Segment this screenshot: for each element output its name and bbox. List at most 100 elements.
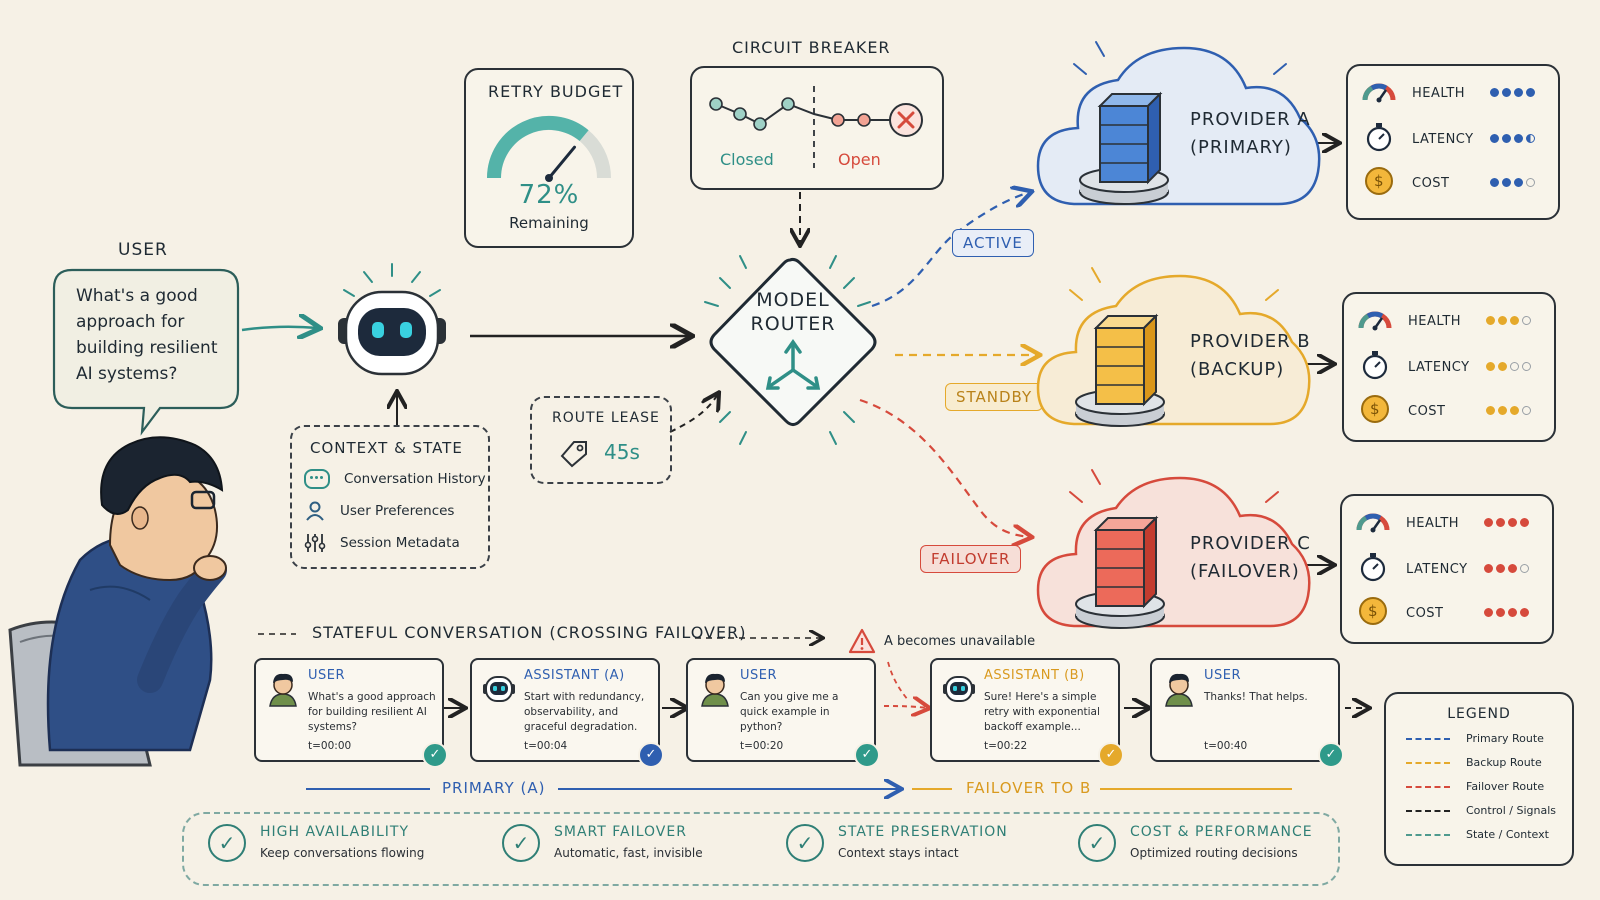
metric-dot [1496,517,1505,527]
card-message: Thanks! That helps. [1204,691,1308,703]
metric-dot [1520,517,1529,527]
metric-dot [1498,405,1507,415]
metric-dots [1486,404,1534,419]
feature-title: STATE PRESERVATION [838,824,1008,840]
metric-dot [1490,87,1499,97]
svg-text:$: $ [1370,400,1380,418]
metric-dot [1520,563,1529,573]
conversation-title: STATEFUL CONVERSATION (CROSSING FAILOVER… [312,623,747,642]
check-circle-icon: ✓ [208,824,246,862]
bubble-line-3: building resilient [76,338,218,358]
metric-label: LATENCY [1406,561,1468,577]
check-circle-icon: ✓ [1078,824,1116,862]
legend-line [1406,833,1450,836]
metric-row-health: HEALTH [1358,306,1534,336]
route-lease-panel: ROUTE LEASE 45s [530,396,672,484]
card-timestamp: t=00:04 [524,740,568,752]
user-speech-bubble: What's a good approach for building resi… [76,283,226,387]
legend-item: Primary Route [1406,732,1544,745]
metric-dot [1526,133,1535,143]
card-role: ASSISTANT (A) [524,668,625,683]
feature-subtitle: Optimized routing decisions [1130,846,1298,860]
provider-b-metrics: HEALTH LATENCY $COST [1342,292,1556,442]
user-person-illustration [8,436,227,767]
user-speech-bubble-shape [52,268,240,436]
unavailable-note: A becomes unavailable [848,628,1035,654]
user-avatar-icon [701,673,729,707]
legend-item: Control / Signals [1406,804,1556,817]
gauge-fill [487,116,589,179]
legend-label: Control / Signals [1466,804,1556,817]
route-tag-failover: FAILOVER [920,545,1022,573]
robot-avatar-icon [943,676,975,702]
metric-label: HEALTH [1408,313,1462,329]
warning-triangle-icon [848,628,876,654]
circuit-breaker-graph [709,86,923,168]
metric-label: COST [1406,605,1444,621]
agent-robot-icon [338,263,446,376]
metric-dots [1490,176,1538,191]
metric-row-latency: LATENCY [1362,122,1538,156]
metric-dot [1514,133,1523,143]
features-bar [182,812,1340,886]
metric-dot [1526,177,1535,187]
metric-dots [1490,86,1538,101]
route-failover-line [859,398,1030,537]
metric-dot [1496,607,1505,617]
metric-dot [1522,405,1531,415]
gauge-icon [1358,311,1392,331]
route-lease-title: ROUTE LEASE [552,410,660,426]
legend-item: Failover Route [1406,780,1544,793]
metric-dot [1508,607,1517,617]
legend-line [1406,737,1450,740]
card-timestamp: t=00:40 [1204,740,1248,752]
metric-dot [1486,361,1495,371]
provider-b-cloud: PROVIDER B (BACKUP) [1034,256,1314,436]
metric-dots [1486,314,1534,329]
dollar-coin-icon: $ [1359,597,1387,625]
metric-dot [1484,517,1493,527]
card-message: What's a good approach for building resi… [308,691,436,733]
arrow-unavailable [887,661,909,701]
metric-dot [1522,315,1531,325]
metric-dot [1484,607,1493,617]
svg-text:$: $ [1368,602,1378,620]
context-item-conversation-history: Conversation History [304,469,486,489]
metric-label: HEALTH [1406,515,1460,531]
route-lease-value: 45s [604,440,640,464]
metric-row-cost: $COST [1358,394,1534,428]
check-badge-icon: ✓ [1098,742,1124,768]
stopwatch-icon [1360,553,1386,582]
card-timestamp: t=00:00 [308,740,352,752]
metric-dot [1510,315,1519,325]
provider-c-label: PROVIDER C (FAILOVER) [1190,533,1311,582]
server-stack-c-icon [1075,515,1165,629]
feature-subtitle: Automatic, fast, invisible [554,846,703,860]
metric-dot [1496,563,1505,573]
gauge-needle [547,145,576,180]
legend-label: State / Context [1466,828,1549,841]
router-line-2: ROUTER [750,313,836,335]
metric-dot [1510,405,1519,415]
card-timestamp: t=00:22 [984,740,1028,752]
card-role: USER [1204,668,1242,683]
metric-dot [1502,87,1511,97]
metric-row-health: HEALTH [1362,78,1538,108]
metric-row-latency: LATENCY [1358,350,1534,384]
card-message: Start with redundancy, observability, an… [524,691,645,733]
metric-dot [1514,87,1523,97]
primary-timeline-label: PRIMARY (A) [442,779,546,797]
metric-dot [1502,177,1511,187]
user-avatar-icon [1165,673,1193,707]
tag-icon [560,441,587,468]
conversation-card: ASSISTANT (A) Start with redundancy, obse… [470,658,664,768]
user-avatar-icon [269,673,297,707]
arrow-lease-to-router [669,394,718,433]
